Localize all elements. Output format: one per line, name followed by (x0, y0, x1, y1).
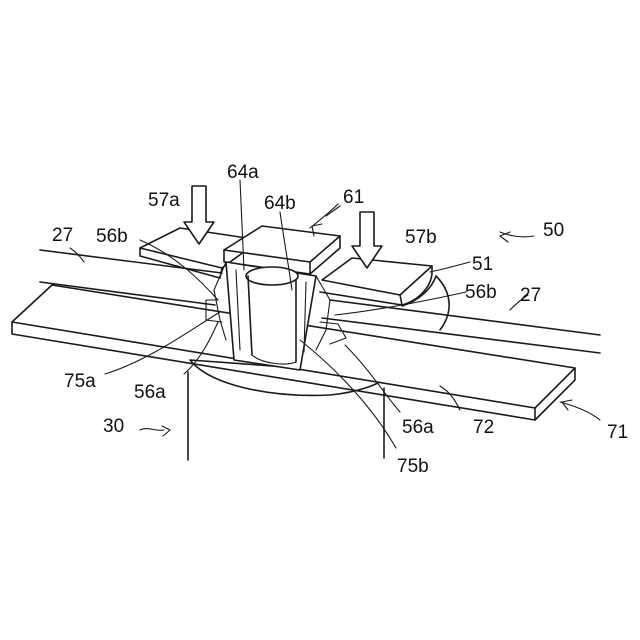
label-50: 50 (543, 220, 564, 241)
label-27-left: 27 (52, 225, 73, 246)
arrow-30-icon (162, 426, 170, 436)
label-56a-left: 56a (134, 382, 166, 403)
label-71: 71 (607, 422, 628, 443)
flap-57b (322, 258, 432, 295)
label-30: 30 (103, 416, 124, 437)
label-27-right: 27 (520, 285, 541, 306)
label-51: 51 (472, 254, 493, 275)
label-57b: 57b (405, 227, 437, 248)
label-57a: 57a (148, 190, 180, 211)
label-64b: 64b (264, 193, 296, 214)
label-56b-right: 56b (465, 282, 497, 303)
label-56b-left: 56b (96, 226, 128, 247)
label-64a: 64a (227, 162, 259, 183)
label-61: 61 (343, 187, 364, 208)
arrow-50-icon (500, 232, 510, 242)
label-72: 72 (473, 417, 494, 438)
label-56a-right: 56a (402, 417, 434, 438)
label-75b: 75b (397, 456, 429, 477)
label-75a: 75a (64, 371, 96, 392)
